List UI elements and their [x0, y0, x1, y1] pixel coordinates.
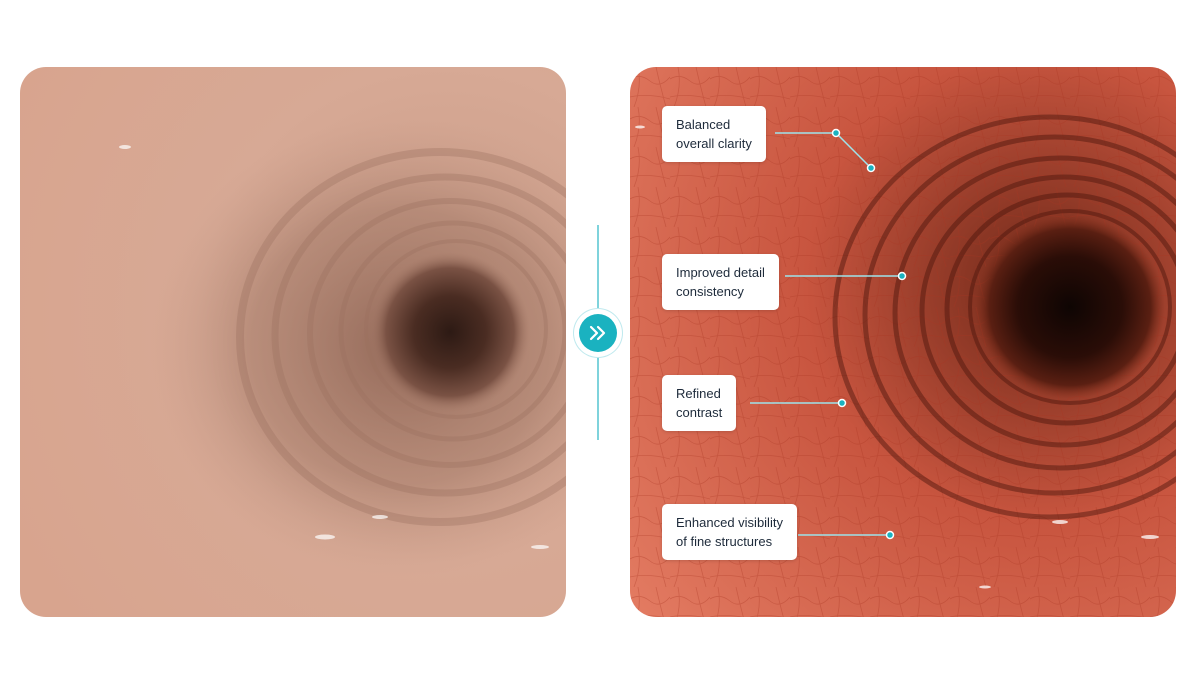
callout-detail-consistency: Improved detail consistency — [662, 254, 779, 310]
callout-fine-structures: Enhanced visibility of fine structures — [662, 504, 797, 560]
callout-line: contrast — [676, 405, 723, 420]
original-image-drawing — [20, 67, 566, 617]
callout-line: consistency — [676, 284, 744, 299]
callout-balanced-clarity: Balanced overall clarity — [662, 106, 766, 162]
divider-line-top — [597, 225, 599, 311]
callout-refined-contrast: Refined contrast — [662, 375, 737, 431]
callout-line: Enhanced visibility — [676, 515, 783, 530]
callout-line: Refined — [676, 386, 721, 401]
callout-line: of fine structures — [676, 534, 773, 549]
callout-line: Improved detail — [676, 265, 765, 280]
double-chevron-right-icon — [589, 325, 606, 341]
callout-line: Balanced — [676, 117, 731, 132]
original-endoscopy-image — [20, 67, 566, 617]
compare-button-inner — [579, 314, 617, 352]
callout-line: overall clarity — [676, 136, 752, 151]
divider-line-bottom — [597, 356, 599, 440]
compare-button[interactable] — [574, 309, 622, 357]
